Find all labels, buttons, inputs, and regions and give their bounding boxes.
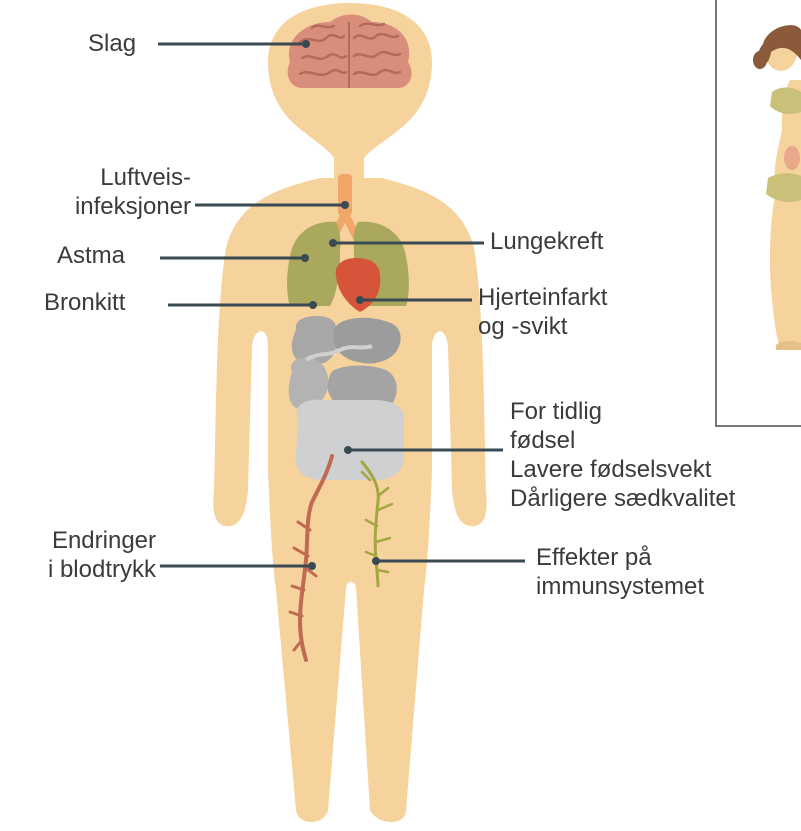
label-stroke: Slag xyxy=(88,29,136,58)
label-respiratory-line-1: Luftveis- xyxy=(75,163,191,192)
label-pregnancy-line-1: For tidlig xyxy=(510,397,735,426)
label-heart-line-1: Hjerteinfarkt xyxy=(478,283,607,312)
label-respiratory-infections: Luftveis- infeksjoner xyxy=(75,163,191,221)
label-respiratory-line-2: infeksjoner xyxy=(75,192,191,221)
label-lung-cancer: Lungekreft xyxy=(490,227,603,256)
label-pregnancy: For tidlig fødsel Lavere fødselsvekt Dår… xyxy=(510,397,735,513)
label-blood-pressure-line-1: Endringer xyxy=(48,526,156,555)
label-pregnancy-line-2: fødsel xyxy=(510,426,735,455)
label-heart-line-2: og -svikt xyxy=(478,312,607,341)
digestive-organs-icon xyxy=(289,316,404,480)
label-blood-pressure-line-2: i blodtrykk xyxy=(48,555,156,584)
label-pregnancy-line-4: Dårligere sædkvalitet xyxy=(510,484,735,513)
label-immune-line-1: Effekter på xyxy=(536,543,704,572)
label-immune-line-2: immunsystemet xyxy=(536,572,704,601)
label-asthma: Astma xyxy=(57,241,125,270)
label-pregnancy-line-3: Lavere fødselsvekt xyxy=(510,455,735,484)
inset-panel xyxy=(716,0,801,426)
label-heart: Hjerteinfarkt og -svikt xyxy=(478,283,607,341)
label-immune: Effekter på immunsystemet xyxy=(536,543,704,601)
label-blood-pressure: Endringer i blodtrykk xyxy=(48,526,156,584)
label-bronchitis: Bronkitt xyxy=(44,288,125,317)
